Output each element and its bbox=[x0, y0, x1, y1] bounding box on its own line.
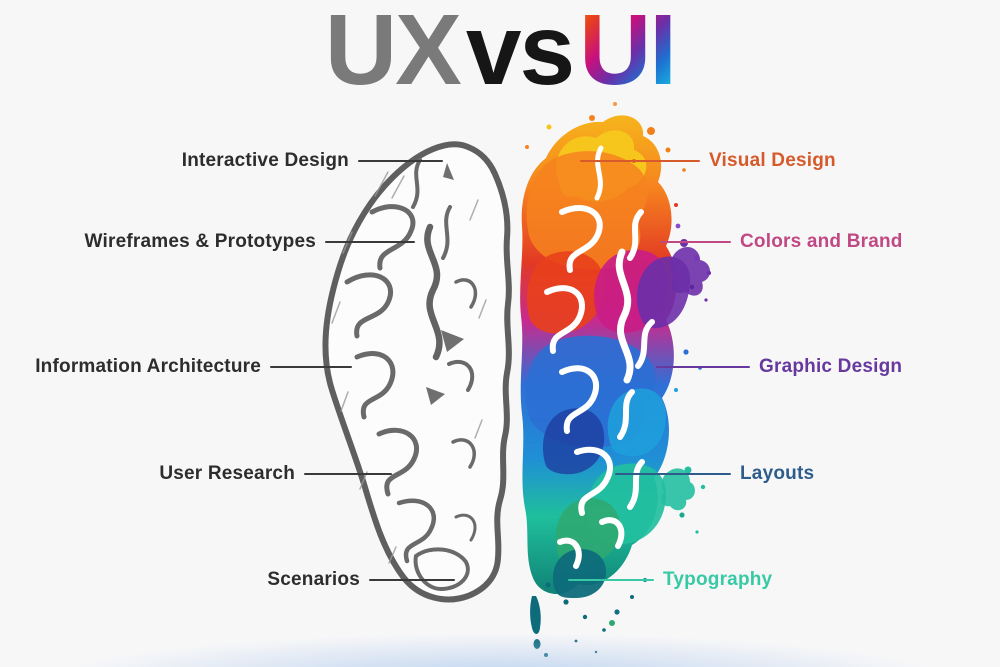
ui-label-graphic-design: Graphic Design bbox=[656, 355, 902, 379]
ux-label-information-architecture: Information Architecture bbox=[35, 355, 352, 379]
title-ux: UX bbox=[324, 0, 462, 106]
label-text: Wireframes & Prototypes bbox=[84, 231, 316, 252]
label-text: Layouts bbox=[740, 463, 815, 484]
title-ui: UI bbox=[579, 0, 677, 106]
floor-reflection bbox=[0, 612, 1000, 667]
paint-splatter bbox=[525, 102, 711, 654]
label-text: Colors and Brand bbox=[740, 231, 903, 252]
ui-label-layouts: Layouts bbox=[615, 462, 814, 486]
leader-line bbox=[580, 160, 700, 162]
label-text: Graphic Design bbox=[759, 356, 903, 377]
leader-line bbox=[568, 579, 654, 581]
ui-label-typography: Typography bbox=[568, 568, 772, 592]
title-vs: vs bbox=[465, 0, 575, 106]
leader-line bbox=[369, 579, 455, 581]
leader-line bbox=[615, 473, 731, 475]
leader-line bbox=[358, 160, 443, 162]
ux-label-wireframes-prototypes: Wireframes & Prototypes bbox=[85, 230, 415, 254]
ui-label-colors-and-brand: Colors and Brand bbox=[660, 230, 903, 254]
ux-label-interactive-design: Interactive Design bbox=[182, 149, 443, 173]
leader-line bbox=[660, 241, 731, 243]
ui-label-visual-design: Visual Design bbox=[580, 149, 836, 173]
ux-label-scenarios: Scenarios bbox=[267, 568, 455, 592]
ui-brain-half-watercolor bbox=[520, 102, 711, 657]
label-text: Scenarios bbox=[267, 569, 360, 590]
page-title: UXvsUI bbox=[0, 0, 1000, 104]
label-text: Typography bbox=[663, 569, 773, 590]
leader-line bbox=[325, 241, 415, 243]
ux-brain-half-sketch bbox=[322, 141, 512, 603]
leader-line bbox=[304, 473, 392, 475]
leader-line bbox=[270, 366, 352, 368]
label-text: User Research bbox=[159, 463, 295, 484]
leader-line bbox=[656, 366, 750, 368]
label-text: Visual Design bbox=[709, 150, 836, 171]
label-text: Information Architecture bbox=[35, 356, 261, 377]
ux-label-user-research: User Research bbox=[159, 462, 392, 486]
label-text: Interactive Design bbox=[181, 150, 349, 171]
